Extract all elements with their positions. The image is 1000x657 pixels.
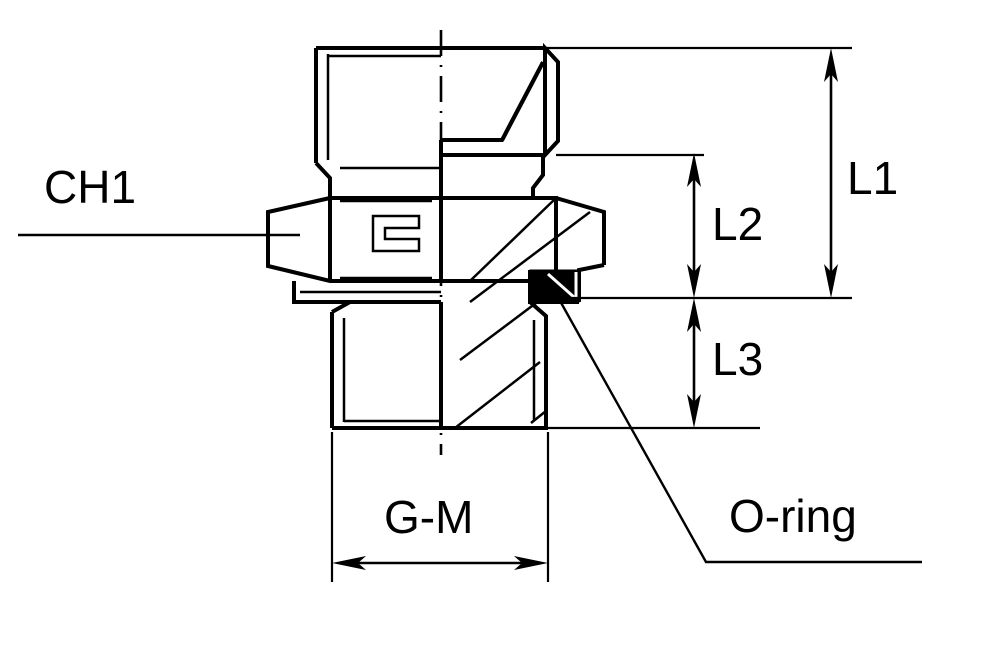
dim-l1-arrow-top [824,48,838,82]
section-hatch-6 [530,410,547,424]
dim-gm-arrow-left [332,556,366,570]
stud-section-inner-step [441,61,545,142]
dim-gm-arrow-right [514,556,548,570]
section-hatch-3 [459,299,541,361]
dim-gm-label: G-M [384,491,473,543]
dimension-annotations: L1 L2 L3 G- [18,46,922,582]
dimension-gm: G-M [330,432,550,582]
dimension-l3: L3 [687,298,763,428]
dim-l2-label: L2 [712,198,763,250]
oring-seal-icon [529,269,580,303]
fitting-body-geometry [266,30,606,455]
callout-oring-leader [548,282,922,564]
lower-thread-top-chamfer [331,300,351,314]
dim-l3-label: L3 [712,333,763,385]
dim-l1-label: L1 [847,152,898,204]
dimension-l1: L1 [824,48,898,298]
stud-right-section-wall [543,42,560,161]
callout-oring-label: O-ring [729,490,857,542]
hex-right-flat [441,196,558,283]
callout-ch1-label: CH1 [44,161,136,213]
section-hatch-2 [469,211,591,303]
stud-neck-left [314,161,332,198]
dim-l1-arrow-bottom [824,264,838,298]
manufacturer-stamp-mark-icon [371,214,421,253]
dim-l2-arrow-bottom [687,264,701,298]
section-hatch-1 [469,197,557,282]
section-lower-right-wall [441,300,548,430]
callout-oring: O-ring [548,282,922,564]
dim-l2-arrow-top [687,153,701,187]
section-flange-right [555,196,606,265]
callout-ch1: CH1 [18,161,300,237]
section-upper-right-step [531,155,558,281]
stud-section-under-face [439,140,545,157]
dim-l3-arrow-top [687,298,701,332]
oring-seal-highlight [547,272,576,300]
dim-l3-arrow-bottom [687,394,701,428]
stud-section-hatch-a [501,63,545,141]
section-hatch-4 [454,361,541,429]
shoulder-left [292,281,441,304]
section-oring-groove-right [577,263,605,302]
dimension-l2: L2 [687,153,763,298]
